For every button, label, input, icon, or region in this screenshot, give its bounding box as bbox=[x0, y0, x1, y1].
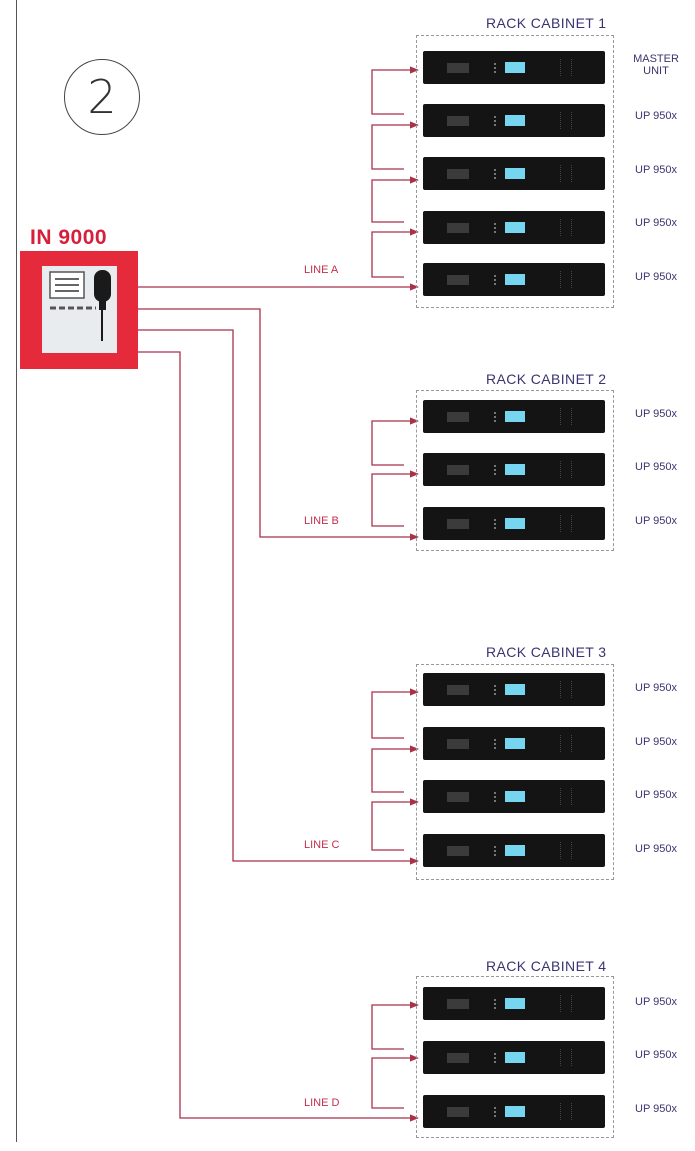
amplifier-unit bbox=[423, 1095, 605, 1128]
amplifier-unit bbox=[423, 400, 605, 433]
unit-label: MASTER UNIT bbox=[633, 53, 679, 77]
amplifier-unit bbox=[423, 780, 605, 813]
daisy-link bbox=[371, 66, 419, 115]
wire-line-c bbox=[138, 329, 419, 865]
daisy-link bbox=[371, 798, 419, 851]
unit-label: UP 950x bbox=[635, 271, 677, 283]
unit-label: UP 950x bbox=[635, 461, 677, 473]
line-label-b: LINE B bbox=[304, 515, 339, 527]
amplifier-unit bbox=[423, 104, 605, 137]
device-title: IN 9000 bbox=[30, 226, 108, 249]
paging-console-icon bbox=[49, 270, 111, 341]
daisy-link bbox=[371, 417, 419, 466]
line-label-c: LINE C bbox=[304, 839, 340, 851]
daisy-link bbox=[371, 228, 419, 278]
device-panel bbox=[42, 266, 117, 353]
rack-cabinet-3 bbox=[416, 664, 614, 880]
step-number-badge: 2 bbox=[64, 59, 140, 135]
amplifier-unit bbox=[423, 157, 605, 190]
rack-cabinet-4 bbox=[416, 976, 614, 1138]
unit-label: UP 950x bbox=[635, 736, 677, 748]
wire-line-b bbox=[138, 308, 419, 541]
line-label-d: LINE D bbox=[304, 1097, 340, 1109]
daisy-link bbox=[371, 1001, 419, 1050]
line-label-a: LINE A bbox=[304, 264, 339, 276]
daisy-link bbox=[371, 688, 419, 739]
amplifier-unit bbox=[423, 453, 605, 486]
unit-label: UP 950x bbox=[635, 408, 677, 420]
amplifier-unit bbox=[423, 834, 605, 867]
daisy-link bbox=[371, 176, 419, 223]
daisy-link bbox=[371, 745, 419, 793]
rack-cabinet-2-title: RACK CABINET 2 bbox=[486, 371, 607, 387]
rack-cabinet-1 bbox=[416, 35, 614, 308]
rack-cabinet-3-title: RACK CABINET 3 bbox=[486, 644, 607, 660]
in9000-device bbox=[20, 251, 138, 369]
amplifier-unit bbox=[423, 673, 605, 706]
unit-label: UP 950x bbox=[635, 110, 677, 122]
unit-label: UP 950x bbox=[635, 515, 677, 527]
unit-label: UP 950x bbox=[635, 682, 677, 694]
rack-cabinet-2 bbox=[416, 390, 614, 551]
rack-cabinet-4-title: RACK CABINET 4 bbox=[486, 958, 607, 974]
rack-cabinet-1-title: RACK CABINET 1 bbox=[486, 15, 607, 31]
unit-label: UP 950x bbox=[635, 164, 677, 176]
unit-label: UP 950x bbox=[635, 843, 677, 855]
unit-label: UP 950x bbox=[635, 1049, 677, 1061]
daisy-link bbox=[371, 121, 419, 170]
wire-line-d bbox=[138, 351, 419, 1122]
amplifier-unit bbox=[423, 1041, 605, 1074]
unit-label: UP 950x bbox=[635, 789, 677, 801]
amplifier-unit bbox=[423, 507, 605, 540]
amplifier-unit bbox=[423, 263, 605, 296]
unit-label: UP 950x bbox=[635, 996, 677, 1008]
amplifier-unit bbox=[423, 211, 605, 244]
unit-label: UP 950x bbox=[635, 1103, 677, 1115]
amplifier-unit bbox=[423, 51, 605, 84]
unit-label: UP 950x bbox=[635, 217, 677, 229]
frame-border-line bbox=[16, 0, 17, 1142]
daisy-link bbox=[371, 470, 419, 527]
amplifier-unit bbox=[423, 987, 605, 1020]
amplifier-unit bbox=[423, 727, 605, 760]
daisy-link bbox=[371, 1054, 419, 1109]
